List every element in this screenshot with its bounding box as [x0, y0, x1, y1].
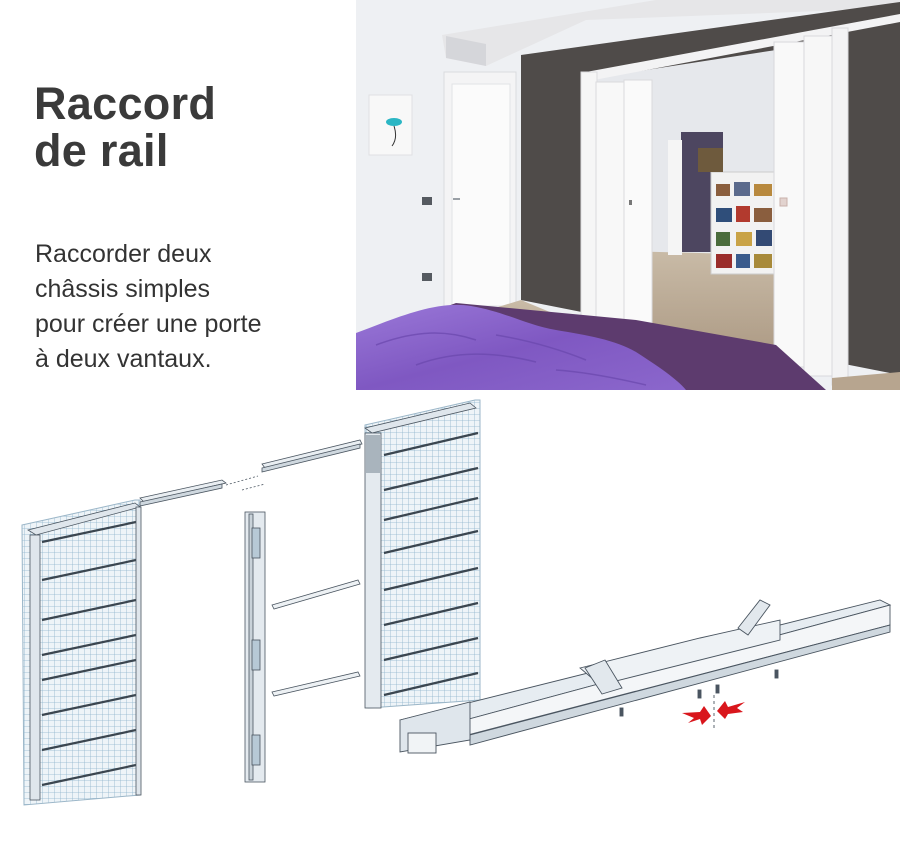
top-rail	[139, 439, 363, 507]
vertical-jamb	[244, 511, 266, 783]
description-line-1: Raccorder deux	[35, 240, 212, 268]
room-photo	[356, 0, 900, 390]
assembly-diagram	[0, 395, 900, 851]
page-title: Raccord de rail	[34, 80, 216, 174]
description-line-3: pour créer une porte	[35, 310, 262, 338]
left-frame	[21, 499, 142, 806]
description: Raccorder deux châssis simples pour crée…	[35, 237, 262, 377]
description-line-4: à deux vantaux.	[35, 345, 212, 373]
rail-joint-detail	[399, 599, 892, 754]
compression-arrows	[682, 701, 745, 725]
title-line-2: de rail	[34, 125, 169, 176]
room-photo-illustration	[356, 0, 900, 390]
description-line-2: châssis simples	[35, 275, 211, 303]
assembly-diagram-illustration	[21, 399, 892, 806]
title-line-1: Raccord	[34, 78, 217, 129]
right-frame	[364, 399, 481, 709]
cross-bars	[271, 579, 361, 697]
